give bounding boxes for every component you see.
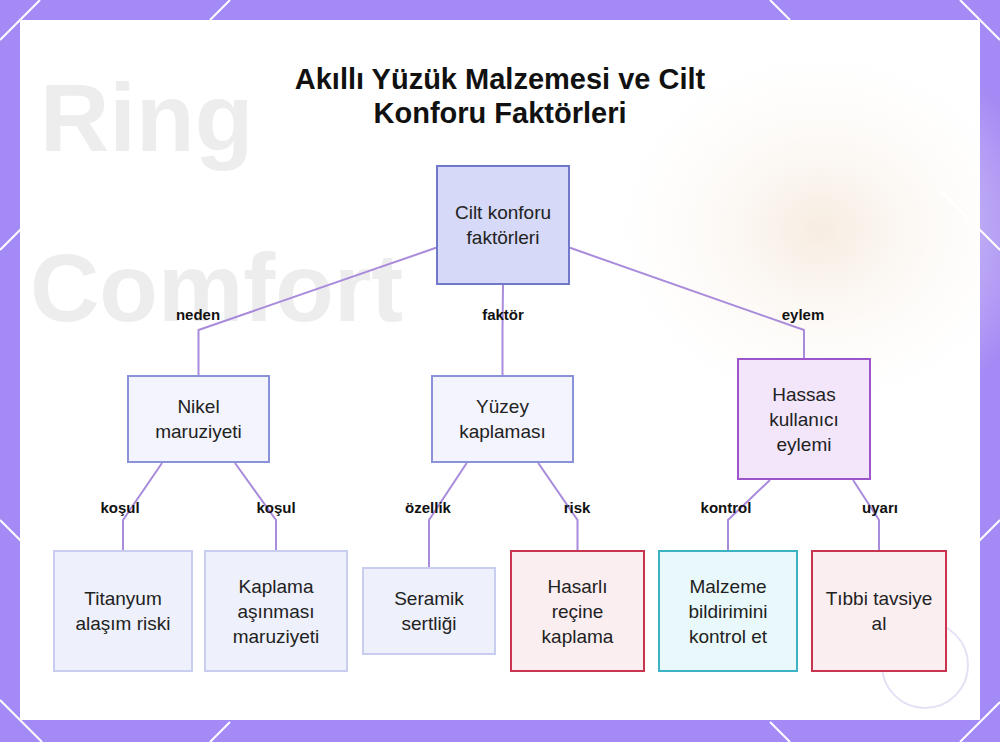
connector <box>502 285 505 375</box>
edge-label: eylem <box>782 306 825 323</box>
warning-box: Tıbbi tavsiye al <box>811 550 947 672</box>
node-text: Cilt konforu faktörleri <box>452 200 554 250</box>
node-text: Seramik sertliği <box>378 586 480 636</box>
cause-box: Nikel maruziyeti <box>127 375 270 463</box>
factor-box: Yüzey kaplaması <box>431 375 574 463</box>
edge-label: faktör <box>482 306 524 323</box>
edge-label: neden <box>176 306 220 323</box>
edge-label: özellik <box>405 499 451 516</box>
action-box: Hassas kullanıcı eylemi <box>737 358 871 480</box>
node-text: Tıbbi tavsiye al <box>825 586 933 636</box>
node-text: Titanyum alaşım riski <box>73 586 173 636</box>
node-text: Nikel maruziyeti <box>143 394 254 444</box>
edge-label: risk <box>564 499 591 516</box>
watermark-text: Ring <box>40 68 253 168</box>
condition-box: Kaplama aşınması maruziyeti <box>204 550 348 672</box>
edge-label: koşul <box>256 499 295 516</box>
control-box: Malzeme bildirimini kontrol et <box>658 550 798 672</box>
diagram-title: Akıllı Yüzük Malzemesi ve Cilt Konforu F… <box>270 62 730 130</box>
node-text: Yüzey kaplaması <box>447 394 558 444</box>
edge-label: kontrol <box>701 499 752 516</box>
connector <box>199 248 437 375</box>
node-text: Hasarlı reçine kaplama <box>528 574 627 649</box>
node-text: Malzeme bildirimini kontrol et <box>670 574 786 649</box>
node-text: Hassas kullanıcı eylemi <box>751 382 857 457</box>
connector <box>570 248 804 358</box>
edge-label: koşul <box>100 499 139 516</box>
property-box: Seramik sertliği <box>362 567 496 655</box>
node-text: Kaplama aşınması maruziyeti <box>220 574 332 649</box>
edge-label: uyarı <box>862 499 898 516</box>
root-box: Cilt konforu faktörleri <box>436 165 570 285</box>
risk-box: Hasarlı reçine kaplama <box>510 550 645 672</box>
condition-box: Titanyum alaşım riski <box>53 550 193 672</box>
